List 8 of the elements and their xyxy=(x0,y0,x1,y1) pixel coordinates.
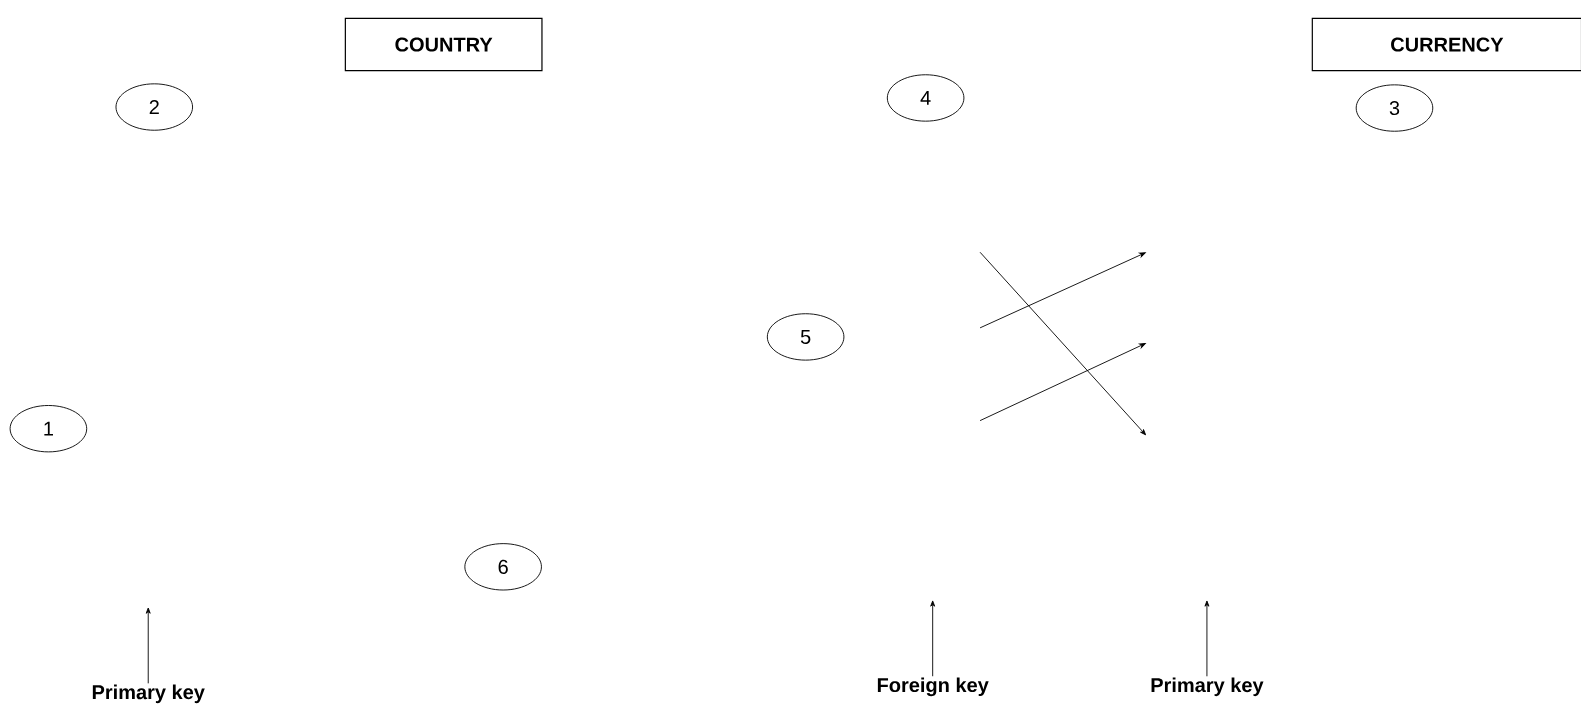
arrow xyxy=(145,607,151,684)
arrow xyxy=(1204,600,1210,677)
arrow xyxy=(930,600,936,677)
entity-box: CURRENCY xyxy=(1311,17,1581,72)
key-label: Foreign key xyxy=(877,677,989,697)
key-label: Primary key xyxy=(92,684,205,704)
entity-box: COUNTRY xyxy=(344,17,543,72)
key-label: Primary key xyxy=(1151,677,1264,697)
